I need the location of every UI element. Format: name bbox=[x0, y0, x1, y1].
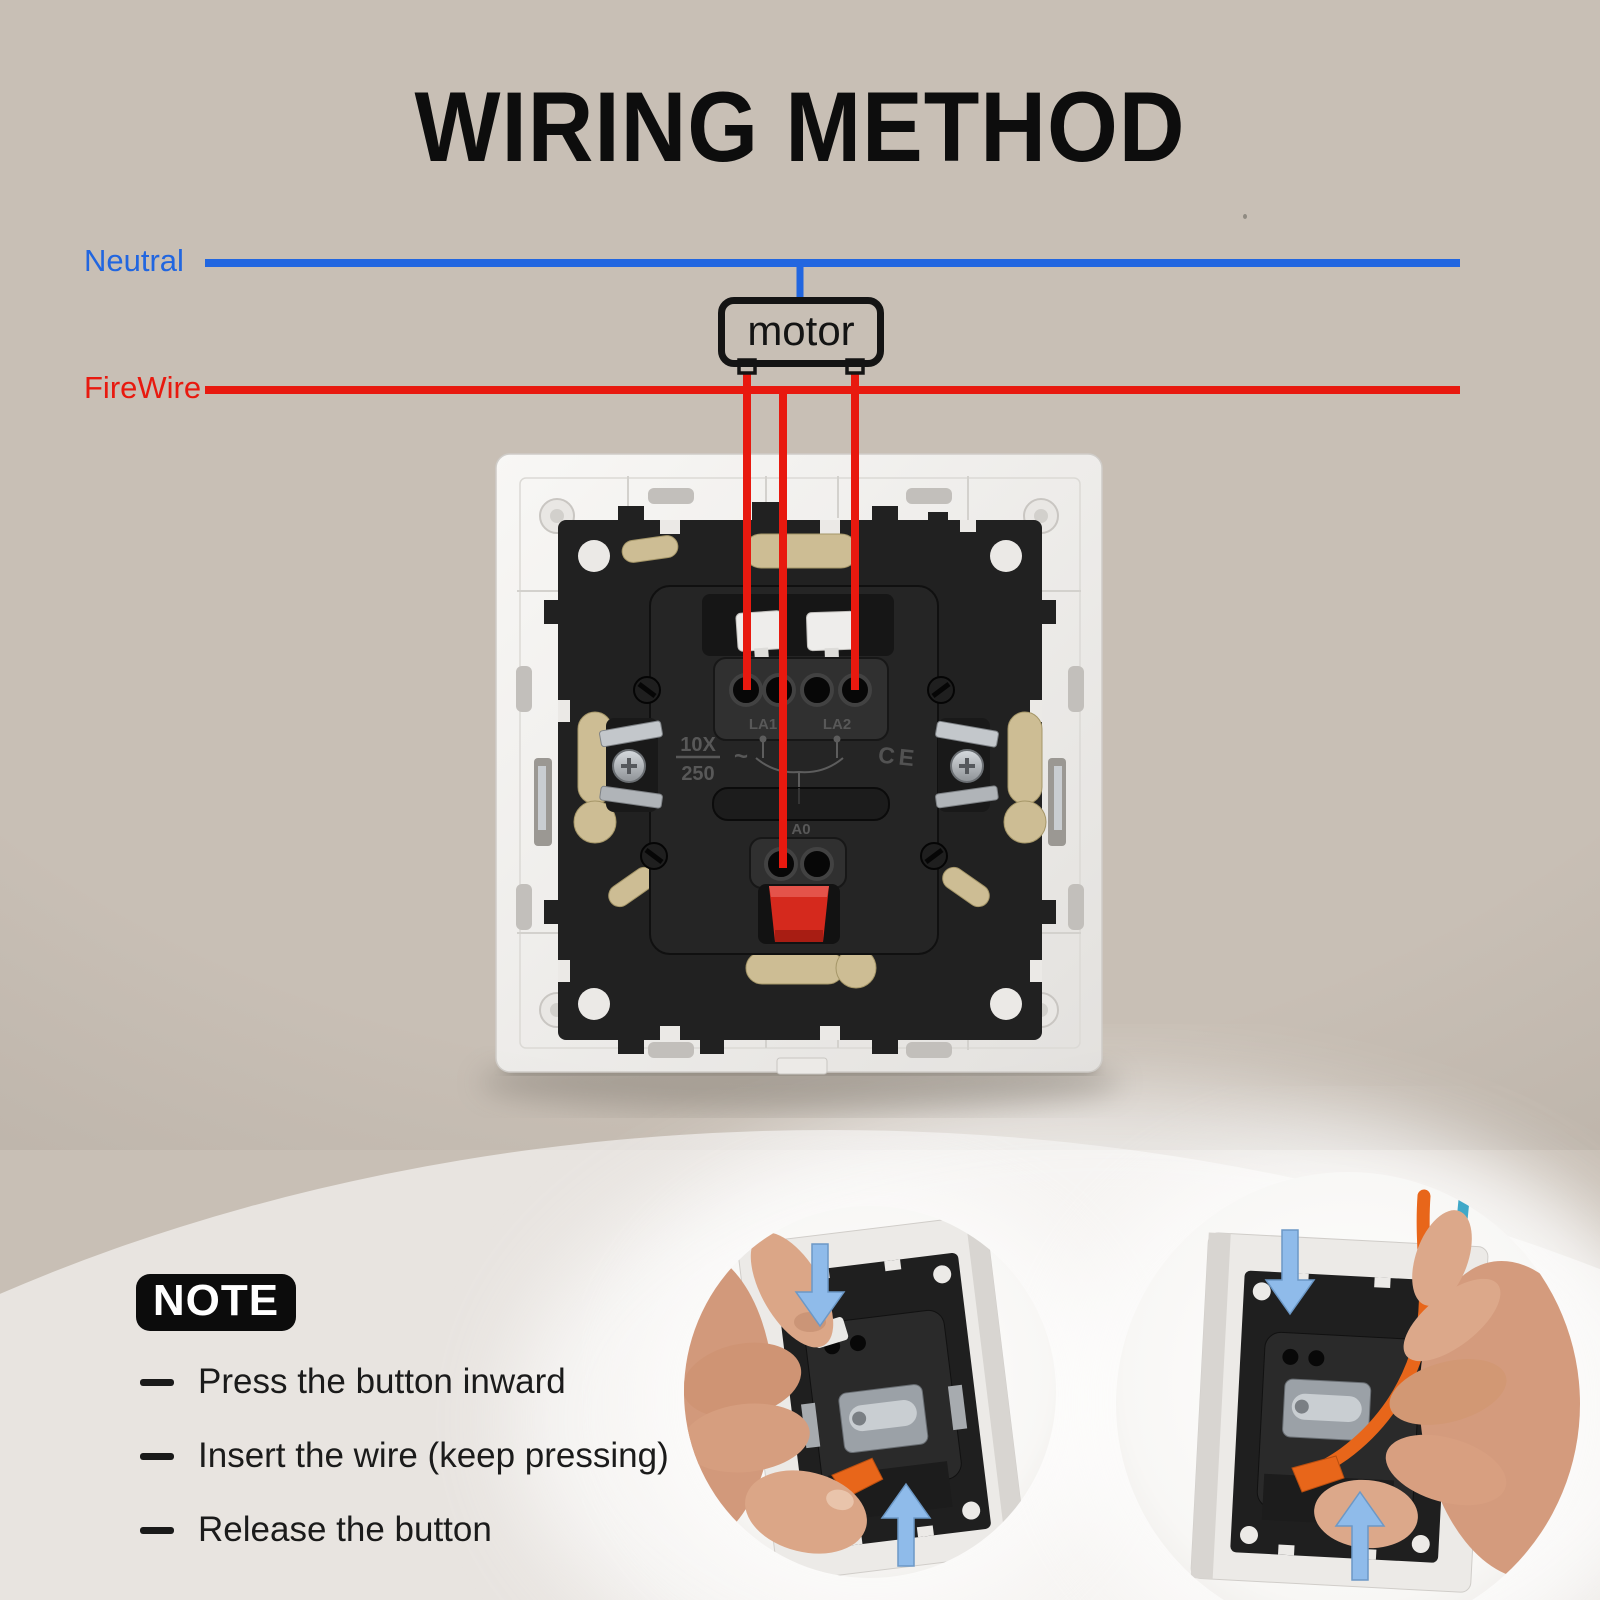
svg-text:250: 250 bbox=[681, 763, 714, 785]
svg-text:~: ~ bbox=[734, 743, 748, 770]
svg-text:10X: 10X bbox=[680, 734, 716, 756]
dash-icon bbox=[140, 1452, 174, 1460]
arrow-down-icon bbox=[794, 1243, 846, 1328]
module-screw bbox=[633, 676, 955, 870]
orange-clamp bbox=[1291, 1455, 1345, 1493]
switch-back-photo: LA1 LA2 10X 250 ~ CE A0 bbox=[480, 453, 1120, 1112]
release-button bbox=[769, 886, 829, 942]
switch-module: LA1 LA2 10X 250 ~ CE A0 bbox=[599, 585, 999, 955]
circuit-engraving bbox=[755, 735, 844, 788]
note-step: Release the button bbox=[140, 1508, 492, 1552]
a0-label: A0 bbox=[791, 821, 810, 838]
arrow-up-icon bbox=[1334, 1490, 1386, 1581]
bracket-tan-cutout bbox=[573, 533, 1047, 989]
motor-box: motor bbox=[718, 297, 884, 367]
note-step: Press the button inward bbox=[140, 1360, 566, 1404]
motor-label: motor bbox=[747, 306, 855, 354]
note-step: Insert the wire (keep pressing) bbox=[140, 1434, 669, 1478]
note-step-text: Press the button inward bbox=[198, 1362, 566, 1401]
speck-artifact bbox=[1243, 214, 1247, 219]
arrow-down-icon bbox=[1264, 1229, 1316, 1316]
arrow-up-icon bbox=[880, 1482, 932, 1567]
dash-icon bbox=[140, 1378, 174, 1386]
note-step-text: Release the button bbox=[198, 1510, 492, 1549]
bracket-corner-hole bbox=[578, 540, 1022, 1020]
page-title: WIRING METHOD bbox=[414, 71, 1186, 182]
plate-slots bbox=[516, 488, 1084, 1058]
la2-label: LA2 bbox=[823, 716, 851, 733]
rating-label: 10X 250 ~ bbox=[676, 734, 748, 785]
note-badge: NOTE bbox=[136, 1274, 296, 1331]
plate-side-metal-slots bbox=[534, 758, 1066, 846]
step-photo-press bbox=[684, 1206, 1056, 1578]
note-step-text: Insert the wire (keep pressing) bbox=[198, 1436, 669, 1475]
step-photo-insert bbox=[1116, 1172, 1580, 1600]
neutral-label: Neutral bbox=[84, 243, 184, 278]
ce-mark-icon: CE bbox=[877, 742, 919, 772]
dash-icon bbox=[140, 1526, 174, 1534]
la1-label: LA1 bbox=[749, 716, 777, 733]
firewire-label: FireWire bbox=[84, 370, 202, 405]
module-recess-panel bbox=[712, 787, 890, 821]
mounting-claw-left bbox=[599, 718, 663, 812]
mounting-claw-right bbox=[935, 718, 999, 812]
note-badge-label: NOTE bbox=[152, 1276, 280, 1325]
terminal-hole bbox=[764, 847, 834, 881]
plate-bottom-tab bbox=[776, 1057, 828, 1075]
hand bbox=[684, 1232, 867, 1554]
